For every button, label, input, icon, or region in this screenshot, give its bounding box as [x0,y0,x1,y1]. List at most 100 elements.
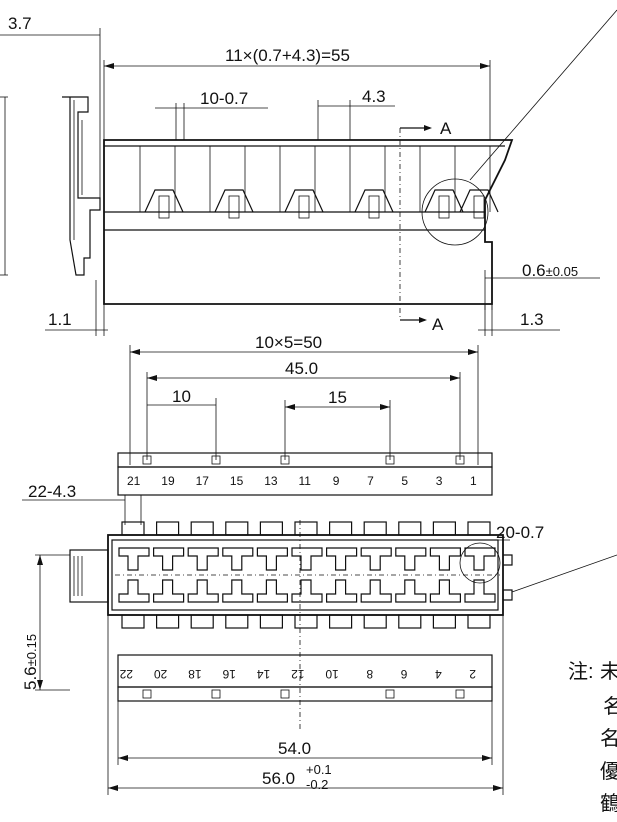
upper-rail-tab [455,455,465,465]
detail-leader [469,9,617,181]
upper-rail-tab [211,455,221,465]
dim-45-label: 45.0 [285,359,318,378]
dim-3-7-label: 3.7 [8,14,32,33]
dim-pitch-4-3: 4.3 [317,87,395,140]
dim-slot-left-label: 22-4.3 [28,482,76,501]
side-tooth-slot [228,195,240,219]
top-edge-tabs [121,521,491,536]
bottom-edge-tabs [121,614,491,629]
bottom-edge-tab [432,614,456,629]
lower-tabs [142,689,465,699]
dim-slot-label: 10-0.7 [200,89,248,108]
pin-number-even: 6 [400,667,407,681]
pin-number-odd: 15 [230,474,244,488]
note-line5: 鶴 [600,792,617,815]
section-a-markers: A A [399,119,452,334]
side-tooth [214,189,254,213]
detail-circle [421,178,489,246]
side-tooth-slot [298,195,310,219]
detail-circle-top [459,542,501,584]
side-view: 3.7 11×(0.7+4.3)=55 10-0.7 4.3 [0,9,617,336]
bottom-edge-tab [329,614,353,629]
dim-thickness-label: 0.6±0.05 [522,261,578,280]
pin-number-even: 22 [119,667,133,681]
pin-number-odd: 3 [436,474,443,488]
top-edge-tab [121,521,145,536]
contact-lower [326,579,358,603]
lower-rail-tab [211,689,221,699]
dim-overall-55: 11×(0.7+4.3)=55 [103,46,491,140]
dim-56: 56.0 +0.1 -0.2 [107,615,504,795]
pin-number-odd: 19 [161,474,175,488]
dim-height: 5.6±0.15 [21,554,70,691]
pin-number-odd: 7 [367,474,374,488]
upper-rail [117,452,493,496]
contact-lower [153,579,185,603]
pin-number-even: 14 [257,667,271,681]
bottom-edge-tab [190,614,214,629]
top-edge-tab [467,521,491,536]
dim-15-label: 15 [328,388,347,407]
pin-number-even: 10 [325,667,339,681]
note-line1: 未 [600,660,617,683]
note-line4: 優 [600,760,617,783]
contact-upper [395,547,427,571]
contact-lower [464,579,496,603]
bottom-edge-tab [294,614,318,629]
section-a-top: A [440,119,452,138]
contact-upper [464,547,496,571]
upper-rail-tab [280,455,290,465]
contact-upper [118,547,150,571]
top-edge-tab [294,521,318,536]
note-block: 注: 未 名 名 優 鶴 [568,660,617,815]
bottom-edge-tab [467,614,491,629]
pin-number-even: 4 [435,667,442,681]
dim-pitch-label: 4.3 [362,87,386,106]
contact-upper [256,547,288,571]
top-edge-tab [190,521,214,536]
pin-number-even: 18 [188,667,202,681]
dim-thickness: 0.6±0.05 [484,261,600,310]
contact-upper [187,547,219,571]
top-edge-tab [432,521,456,536]
dim-45: 45.0 [146,359,461,460]
pin-number-odd: 1 [470,474,477,488]
dim-slot-left: 22-4.3 [22,482,142,525]
contact-lower [256,579,288,603]
note-label: 注: [568,660,594,683]
upper-rail-tab [385,455,395,465]
side-tooth-slot [368,195,380,219]
lower-rail-tab [385,689,395,699]
side-tooth [144,189,184,213]
side-tooth [354,189,394,213]
contact-upper [222,547,254,571]
pin-number-even: 20 [154,667,168,681]
contact-array [118,547,496,603]
dim-height-label: 5.6±0.15 [21,634,40,690]
dim-overall-label: 11×(0.7+4.3)=55 [225,46,350,65]
lower-rail [117,654,493,702]
dim-slot-right-label: 20-0.7 [496,523,544,542]
contact-lower [395,579,427,603]
top-edge-tab [363,521,387,536]
dim-1-3-label: 1.3 [520,310,544,329]
dim-56-tol-lower: -0.2 [306,777,328,792]
dim-15: 15 [284,388,391,460]
side-tooth-slot [158,195,170,219]
upper-rail-tab [142,455,152,465]
bottom-edge-tab [121,614,145,629]
contact-lower [187,579,219,603]
top-edge-tab [398,521,422,536]
top-edge-tab [259,521,283,536]
side-tooth [459,189,499,213]
side-tooth-slot [473,195,485,219]
contact-lower [360,579,392,603]
dim-span-label: 10×5=50 [255,333,322,352]
dim-1-1-label: 1.1 [48,310,72,329]
top-view: 10×5=50 45.0 10 15 [21,333,617,795]
pin-number-even: 2 [469,667,476,681]
pin-number-odd: 9 [333,474,340,488]
